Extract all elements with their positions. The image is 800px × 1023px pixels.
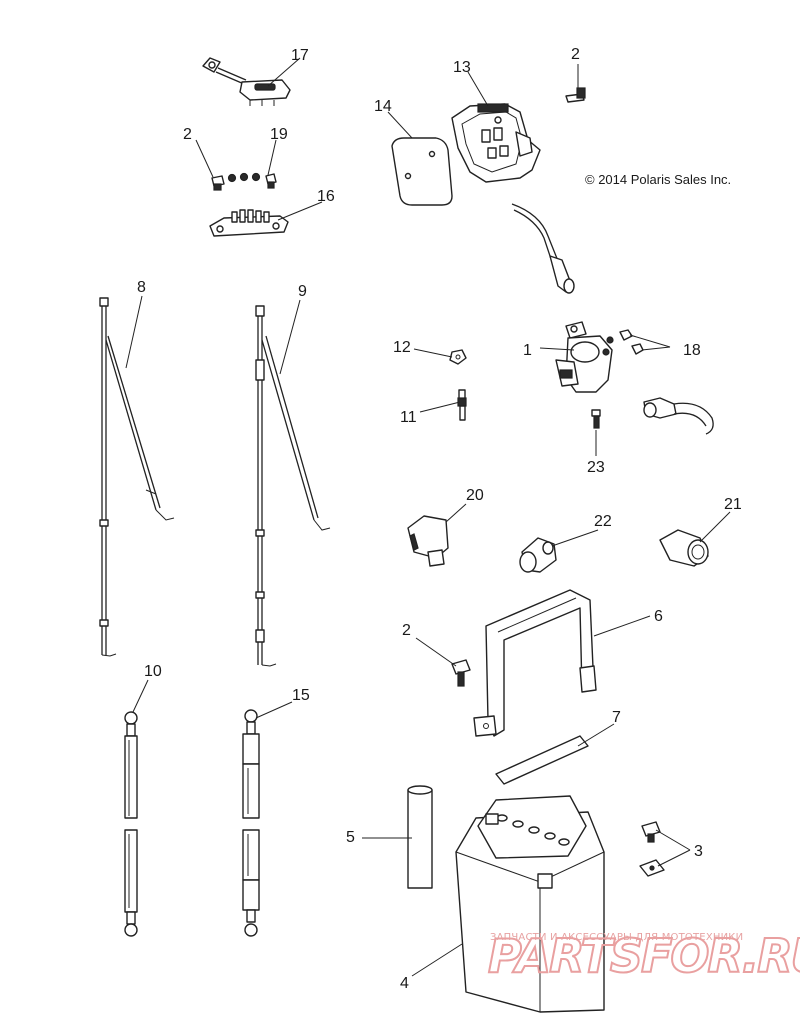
callout-12: 12: [393, 339, 411, 356]
callout-20: 20: [466, 487, 484, 504]
callout-13: 13: [453, 59, 471, 76]
callout-21: 21: [724, 496, 742, 513]
callout-labels: 17 2 19 16 14 13 2 1 18 12 11 23 8 9 20 …: [137, 46, 742, 992]
callout-1: 1: [523, 342, 532, 359]
part-2-bolt-top: [565, 87, 586, 103]
callout-18: 18: [683, 342, 701, 359]
callout-17: 17: [291, 47, 309, 64]
watermark: ЗАПЧАСТИ И АКСЕССУАРЫ ДЛЯ МОТОТЕХНИКИ PA…: [487, 928, 800, 984]
callout-22: 22: [594, 513, 612, 530]
callout-11: 11: [400, 409, 417, 426]
callout-7: 7: [612, 709, 621, 726]
part-2-bolt-mid: [451, 659, 471, 687]
part-10-battery-cable: [124, 711, 138, 937]
part-21-terminal-boot: [659, 529, 709, 567]
part-17-terminal-cap: [202, 57, 291, 106]
callout-10: 10: [144, 663, 162, 680]
part-8-cable: [99, 297, 175, 657]
callout-6: 6: [654, 608, 663, 625]
leader-lines: [125, 57, 731, 977]
part-9-cable: [255, 305, 331, 667]
part-19-nuts: [227, 172, 277, 189]
solenoid-cable-upper: [511, 203, 575, 294]
part-4-battery: [455, 795, 605, 1013]
part-2-screw-small: [211, 175, 225, 191]
callout-23: 23: [587, 459, 605, 476]
part-13-fuse-box: [451, 103, 541, 183]
watermark-brand: PARTSFOR.RU: [488, 929, 800, 983]
callout-2-mid: 2: [402, 622, 411, 639]
callout-16: 16: [317, 188, 335, 205]
part-12-nut: [449, 349, 467, 365]
callout-9: 9: [298, 283, 307, 300]
callout-2-left: 2: [183, 126, 192, 143]
part-5-vent-tube: [407, 785, 433, 889]
solenoid-cable-lower: [643, 397, 714, 435]
part-3-bolt-and-nut: [639, 821, 665, 877]
part-18-nuts: [619, 329, 644, 355]
part-22-terminal-boot: [519, 537, 557, 573]
part-20-terminal-boot: [407, 515, 449, 567]
callout-2-top: 2: [571, 46, 580, 63]
part-16-fuse-block: [209, 209, 289, 237]
callout-14: 14: [374, 98, 392, 115]
watermark-tagline: ЗАПЧАСТИ И АКСЕССУАРЫ ДЛЯ МОТОТЕХНИКИ: [490, 932, 743, 943]
part-15-battery-cable: [242, 709, 260, 937]
callout-3: 3: [694, 843, 703, 860]
part-23-screw: [591, 409, 601, 429]
part-14-cover-plate: [391, 137, 453, 206]
callout-5: 5: [346, 829, 355, 846]
callout-19: 19: [270, 126, 288, 143]
callout-15: 15: [292, 687, 310, 704]
copyright-text: © 2014 Polaris Sales Inc.: [585, 172, 731, 187]
callout-4: 4: [400, 975, 409, 992]
part-1-solenoid: [555, 321, 614, 393]
part-11-bolt: [457, 389, 467, 421]
part-7-pad: [495, 735, 589, 785]
callout-8: 8: [137, 279, 146, 296]
part-6-battery-bracket: [473, 589, 597, 737]
